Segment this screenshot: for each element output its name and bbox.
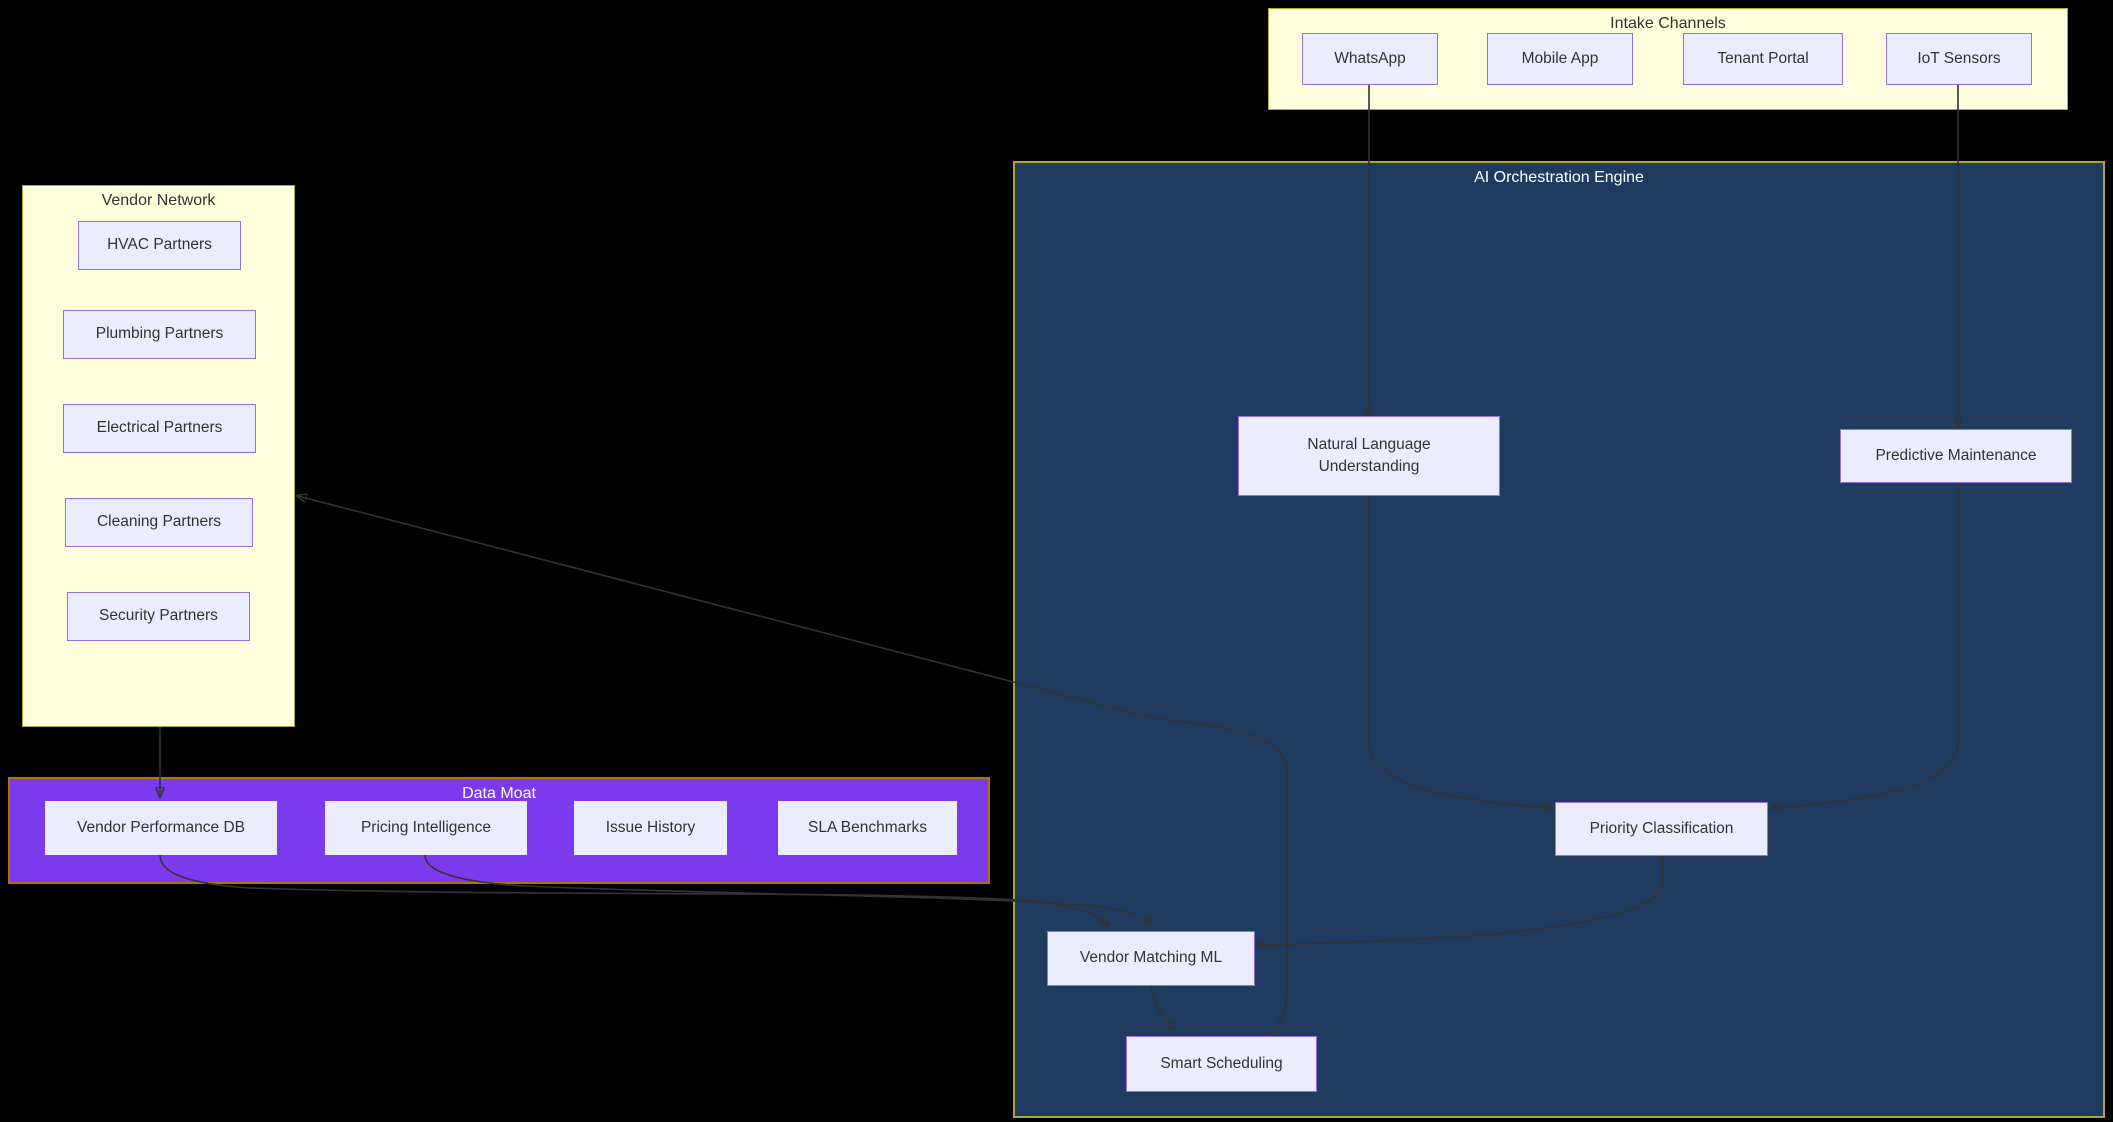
node-iot-sensors: IoT Sensors (1886, 33, 2032, 85)
node-natural-language-understanding: Natural Language Understanding (1238, 416, 1500, 496)
node-issue-history: Issue History (574, 801, 727, 855)
node-sla-benchmarks: SLA Benchmarks (778, 801, 957, 855)
node-pricing-intelligence: Pricing Intelligence (325, 801, 527, 855)
node-electrical-partners: Electrical Partners (63, 404, 256, 453)
node-smart-scheduling: Smart Scheduling (1126, 1036, 1317, 1092)
cluster-intake-title: Intake Channels (1610, 15, 1726, 32)
node-security-partners: Security Partners (67, 592, 250, 641)
cluster-ai-engine-title: AI Orchestration Engine (1474, 169, 1644, 186)
node-tenant-portal: Tenant Portal (1683, 33, 1843, 85)
cluster-vendor-network-title: Vendor Network (101, 192, 216, 209)
node-vendor-matching-ml: Vendor Matching ML (1047, 931, 1255, 986)
node-priority-classification: Priority Classification (1555, 802, 1768, 856)
node-whatsapp: WhatsApp (1302, 33, 1438, 85)
node-vendor-performance-db: Vendor Performance DB (45, 801, 277, 855)
node-cleaning-partners: Cleaning Partners (65, 498, 253, 547)
node-plumbing-partners: Plumbing Partners (63, 310, 256, 359)
node-predictive-maintenance: Predictive Maintenance (1840, 429, 2072, 483)
node-mobile-app: Mobile App (1487, 33, 1633, 85)
node-hvac-partners: HVAC Partners (78, 221, 241, 270)
